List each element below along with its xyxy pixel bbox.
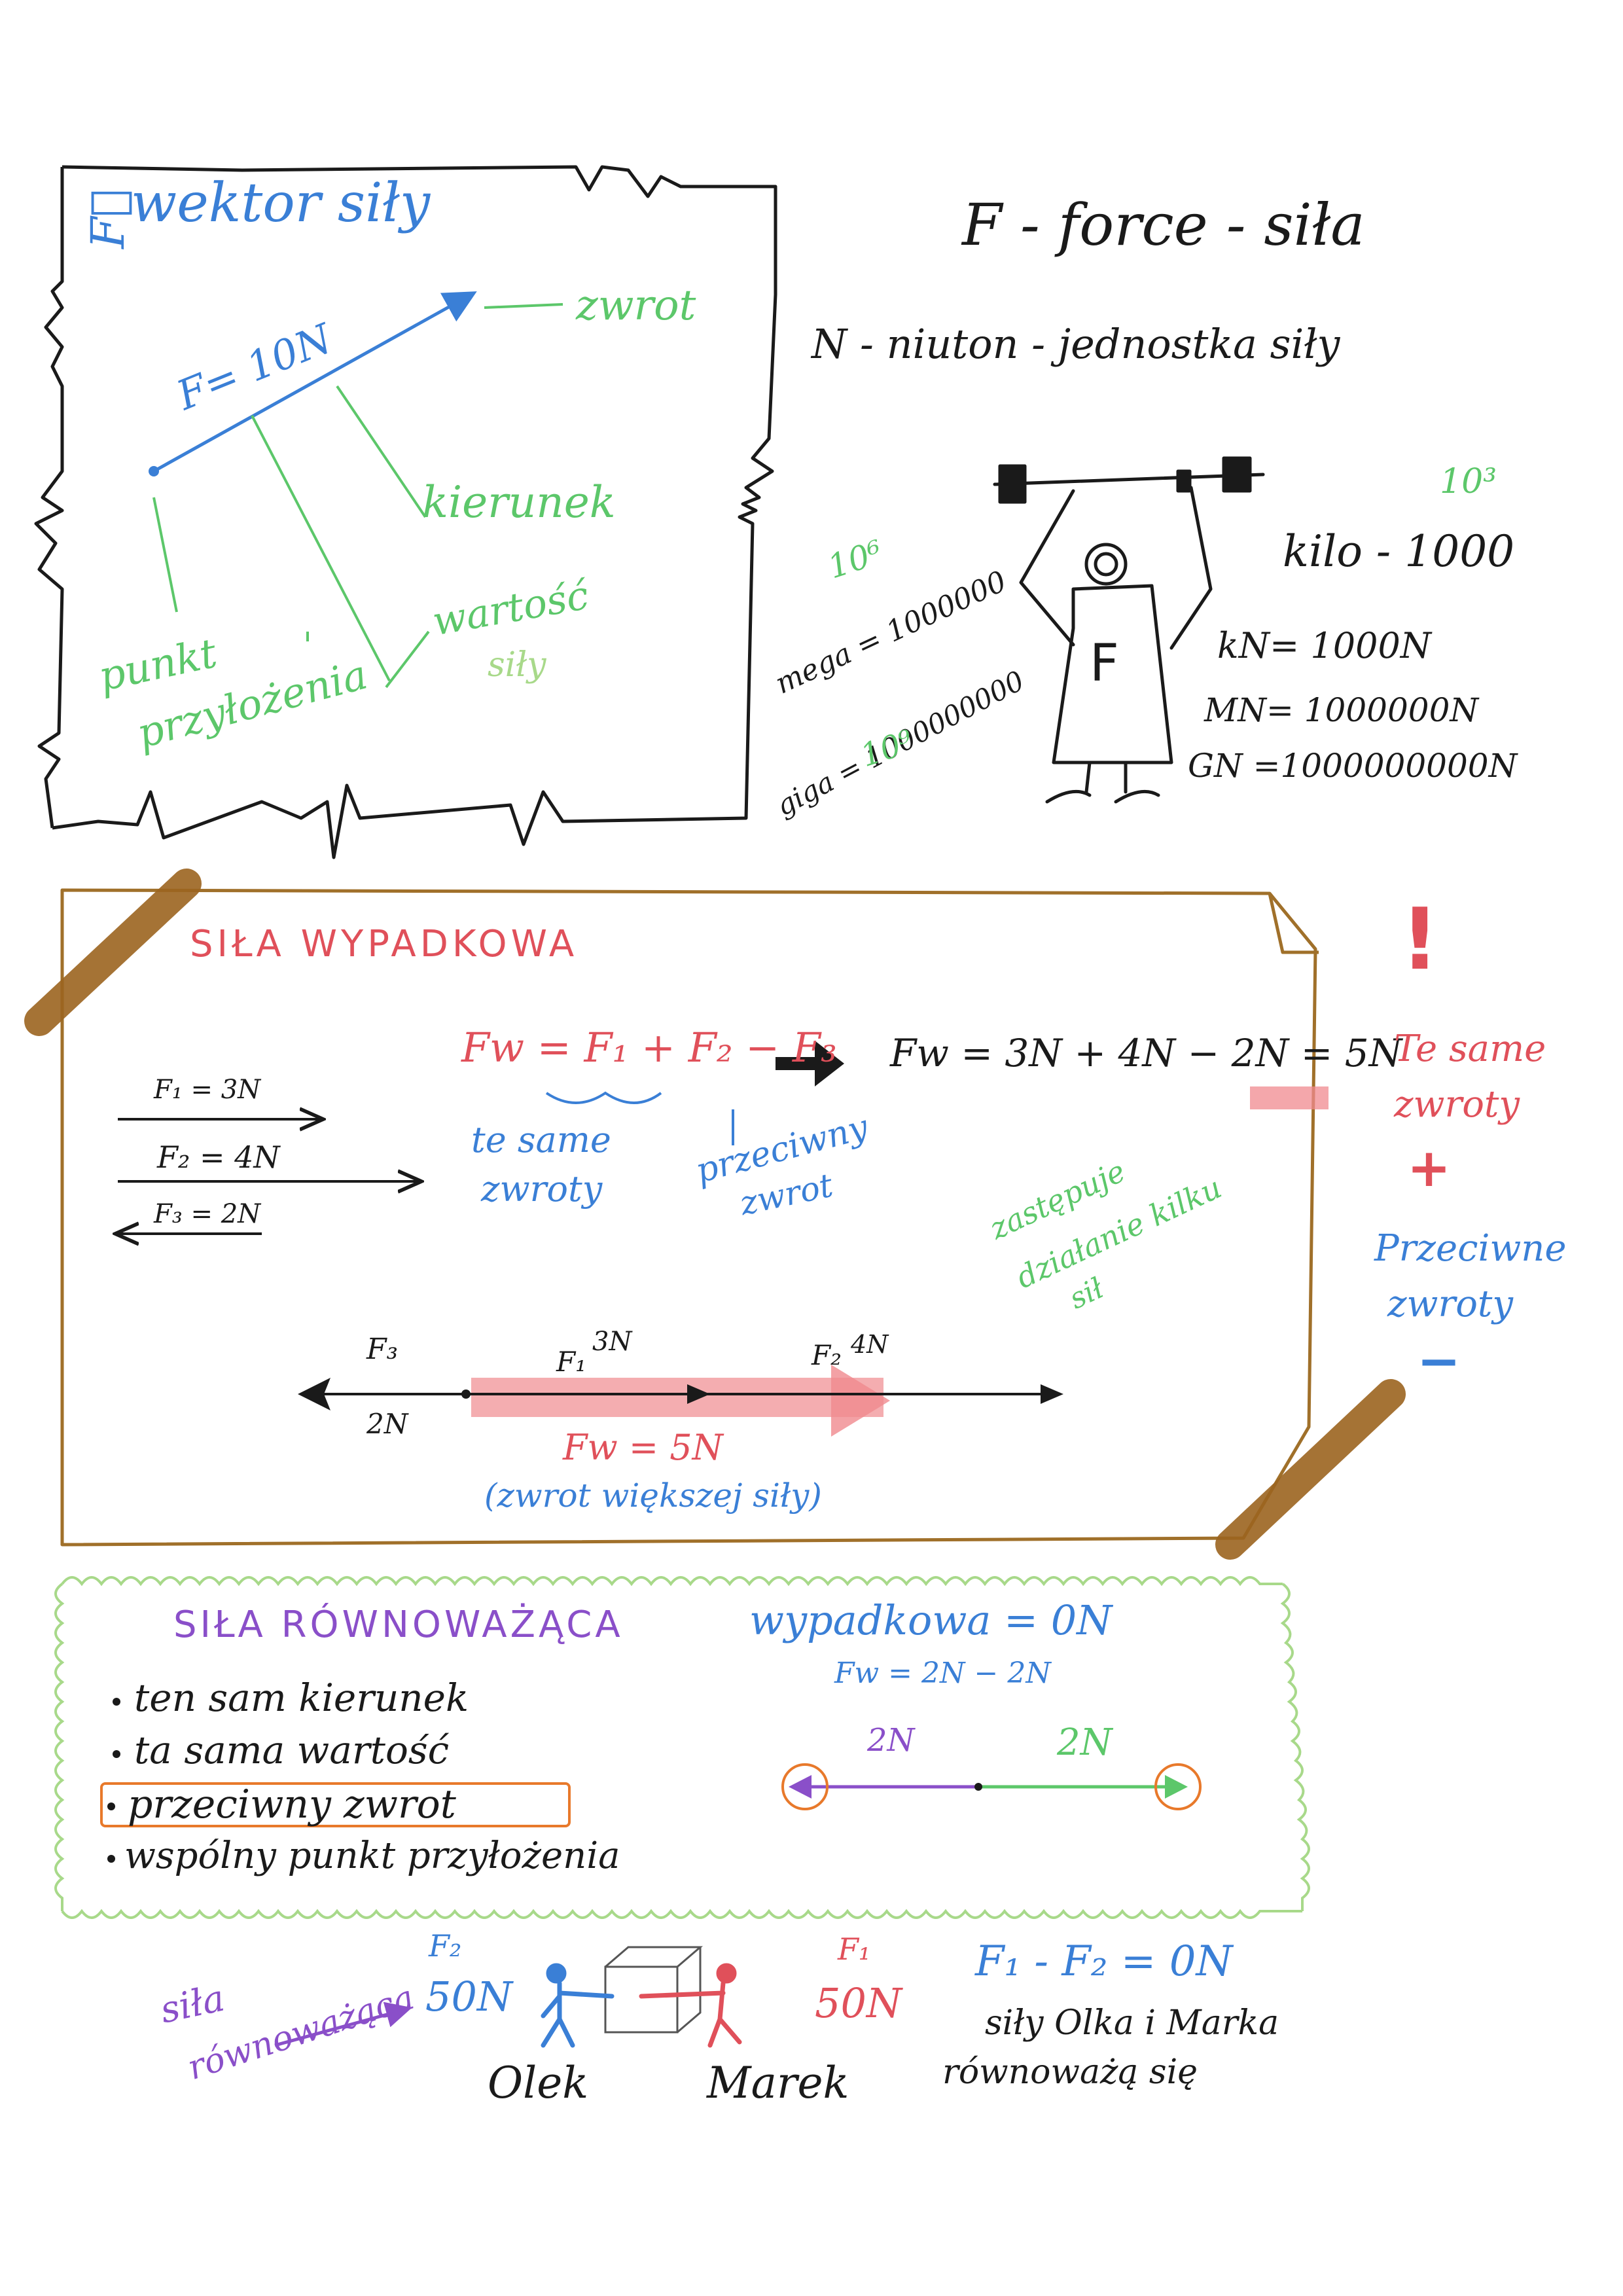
plus-sign: + bbox=[1407, 1138, 1452, 1198]
axis-3n-label: 3N bbox=[592, 1327, 632, 1357]
axis-f2-label: F₂ bbox=[812, 1339, 842, 1371]
olek-label: Olek bbox=[488, 2058, 589, 2108]
resultant-zero-label: wypadkowa = 0N bbox=[749, 1596, 1113, 1644]
number-line bbox=[298, 1365, 1063, 1437]
GN-label: GN =1000000000N bbox=[1188, 747, 1518, 785]
axis-result-label: Fw = 5N bbox=[563, 1427, 723, 1468]
newton-definition: N - niuton - jednostka siły bbox=[812, 320, 1340, 368]
weightlifter-figure bbox=[993, 456, 1265, 804]
box-cube bbox=[604, 1946, 704, 2034]
balancing-arrow bbox=[274, 2001, 412, 2047]
f1-label: F₁ = 3N bbox=[154, 1075, 261, 1105]
marek-label: Marek bbox=[707, 2058, 849, 2108]
bullet-2: ta sama wartość bbox=[134, 1728, 450, 1772]
example-f1-value: 50N bbox=[815, 1979, 902, 2027]
sily-label: siły bbox=[488, 645, 546, 685]
example-note-2: równoważą się bbox=[942, 2053, 1198, 2092]
same-dirs-note-2: zwroty bbox=[1394, 1083, 1520, 1126]
same-dir-label-1: te same bbox=[471, 1119, 611, 1160]
vector-symbol: F⃗ bbox=[81, 189, 135, 249]
example-f1-label: F₁ bbox=[838, 1931, 871, 1967]
f3-label: F₃ = 2N bbox=[154, 1199, 261, 1229]
resultant-title: SIŁA WYPADKOWA bbox=[190, 923, 579, 965]
force-list-arrows bbox=[118, 1119, 419, 1234]
vector-annotation-lines bbox=[152, 303, 563, 689]
example-f2-value: 50N bbox=[425, 1973, 513, 2020]
kilo-label: kilo - 1000 bbox=[1283, 526, 1515, 577]
axis-f1-label: F₁ bbox=[556, 1346, 586, 1378]
axis-note-label: (zwrot większej siły) bbox=[484, 1477, 822, 1515]
highlight-frame bbox=[100, 1782, 571, 1827]
implies-arrow bbox=[776, 1041, 844, 1086]
marek-figure bbox=[639, 1963, 742, 2048]
right-force-label: 2N bbox=[1057, 1721, 1113, 1764]
result-highlight bbox=[1250, 1086, 1329, 1109]
exclamation-mark: ! bbox=[1400, 889, 1440, 989]
tape-strips bbox=[24, 869, 1406, 1560]
figure-letter: F bbox=[1090, 634, 1119, 693]
balancing-box-frame bbox=[54, 1576, 1310, 1919]
kN-label: kN= 1000N bbox=[1217, 625, 1432, 666]
axis-4n-label: 4N bbox=[851, 1330, 889, 1359]
example-equation: F₁ - F₂ = 0N bbox=[975, 1937, 1233, 1986]
same-dir-brace bbox=[545, 1091, 662, 1104]
olek-figure bbox=[541, 1963, 615, 2048]
kierunek-label: kierunek bbox=[422, 477, 616, 528]
bullet-3: przeciwny zwrot bbox=[128, 1782, 456, 1827]
example-f2-label: F₂ bbox=[429, 1928, 462, 1964]
force-vector-arrow bbox=[152, 291, 477, 473]
opposite-dirs-note-2: zwroty bbox=[1387, 1283, 1514, 1325]
vector-box-frame bbox=[34, 165, 777, 859]
equilibrium-diagram bbox=[781, 1763, 1202, 1810]
force-definition: F - force - siła bbox=[962, 191, 1365, 259]
resultant-formula: Fw = F₁ + F₂ − F₃ bbox=[461, 1024, 837, 1071]
same-dirs-note-1: Te same bbox=[1394, 1028, 1546, 1070]
zwrot-label: zwrot bbox=[576, 281, 696, 330]
same-dir-label-2: zwroty bbox=[481, 1168, 603, 1210]
opposite-dirs-note-1: Przeciwne bbox=[1374, 1227, 1567, 1270]
MN-label: MN= 1000000N bbox=[1204, 691, 1479, 729]
exp3-label: 10³ bbox=[1440, 462, 1497, 501]
balancing-title: SIŁA RÓWNOWAŻĄCA bbox=[173, 1604, 624, 1646]
bullet-4: wspólny punkt przyłożenia bbox=[124, 1835, 620, 1877]
axis-f3-label: F₃ bbox=[366, 1333, 399, 1366]
minus-sign: − bbox=[1417, 1331, 1461, 1391]
bullet-1: ten sam kierunek bbox=[134, 1676, 469, 1720]
vector-title: wektor siły bbox=[131, 172, 431, 234]
application-point bbox=[149, 466, 159, 476]
fw-calc-label: Fw = 2N − 2N bbox=[834, 1657, 1051, 1690]
f2-label: F₂ = 4N bbox=[157, 1139, 280, 1175]
resultant-result: Fw = 3N + 4N − 2N = 5N bbox=[890, 1031, 1402, 1075]
axis-2n-label: 2N bbox=[366, 1408, 408, 1440]
example-note-1: siły Olka i Marka bbox=[985, 2003, 1279, 2043]
resultant-box-frame bbox=[60, 888, 1319, 1547]
left-force-label: 2N bbox=[867, 1722, 915, 1759]
bullet-dots bbox=[107, 1698, 120, 1863]
